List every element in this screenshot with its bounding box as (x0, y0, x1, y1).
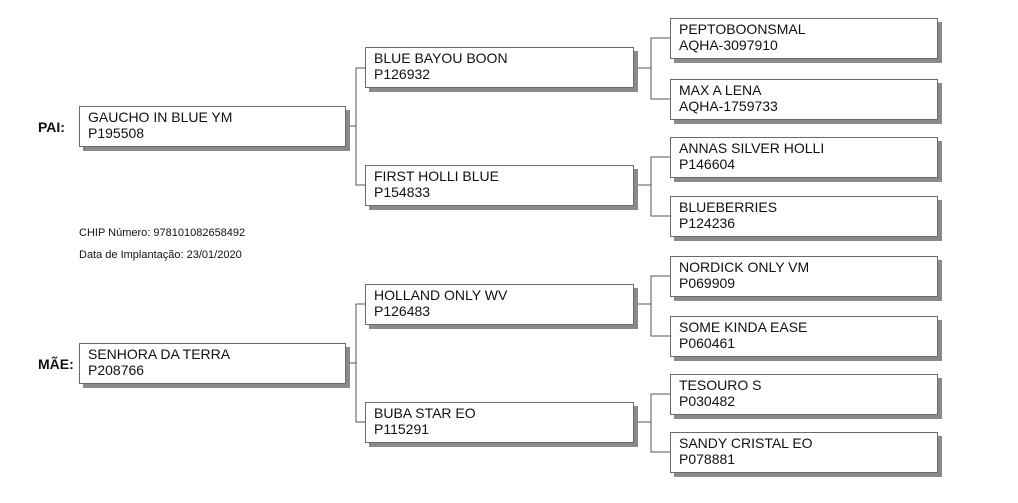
g3-box-2: MAX A LENA AQHA-1759733 (670, 79, 938, 120)
g3-box-3: ANNAS SILVER HOLLI P146604 (670, 137, 938, 178)
g3-box-7: TESOURO S P030482 (670, 374, 938, 415)
dam-dam-box: BUBA STAR EO P115291 (365, 402, 634, 443)
g3-reg-3: P146604 (679, 156, 736, 172)
dam-name: SENHORA DA TERRA (88, 346, 231, 362)
sire-name: GAUCHO IN BLUE YM (88, 109, 233, 125)
chip-date-value: 23/01/2020 (186, 249, 242, 261)
g3-name-3: ANNAS SILVER HOLLI (679, 140, 825, 156)
g3-box-6: SOME KINDA EASE P060461 (670, 316, 938, 357)
g3-box-8: SANDY CRISTAL EO P078881 (670, 432, 938, 473)
sire-dam-box: FIRST HOLLI BLUE P154833 (365, 165, 634, 206)
g3-reg-8: P078881 (679, 451, 736, 467)
sire-dam-reg: P154833 (374, 184, 431, 200)
sire-dam-name: FIRST HOLLI BLUE (374, 168, 500, 184)
g3-name-5: NORDICK ONLY VM (679, 259, 810, 275)
dam-dam-reg: P115291 (374, 421, 430, 437)
chip-implant-date: Data de Implantação: 23/01/2020 (79, 249, 242, 261)
g3-name-4: BLUEBERRIES (679, 199, 778, 215)
sire-label: PAI: (38, 119, 65, 135)
g3-box-5: NORDICK ONLY VM P069909 (670, 256, 938, 297)
g3-reg-5: P069909 (679, 275, 736, 291)
sire-sire-box: BLUE BAYOU BOON P126932 (365, 47, 634, 88)
dam-dam-name: BUBA STAR EO (374, 405, 476, 421)
dam-box: SENHORA DA TERRA P208766 (79, 343, 346, 384)
dam-label: MÃE: (38, 356, 74, 372)
dam-sire-name: HOLLAND ONLY WV (374, 287, 508, 303)
g3-reg-4: P124236 (679, 215, 736, 231)
chip-number-label: CHIP Número: (79, 227, 151, 239)
g3-name-8: SANDY CRISTAL EO (679, 435, 813, 451)
g3-name-2: MAX A LENA (679, 82, 762, 98)
sire-sire-name: BLUE BAYOU BOON (374, 50, 508, 66)
chip-number: CHIP Número: 978101082658492 (79, 227, 245, 239)
g3-reg-1: AQHA-3097910 (679, 37, 778, 53)
g3-box-4: BLUEBERRIES P124236 (670, 196, 938, 237)
dam-sire-reg: P126483 (374, 303, 431, 319)
chip-date-label: Data de Implantação: (79, 249, 184, 261)
dam-reg: P208766 (88, 362, 145, 378)
g3-box-1: PEPTOBOONSMAL AQHA-3097910 (670, 18, 938, 59)
g3-name-1: PEPTOBOONSMAL (679, 21, 806, 37)
sire-sire-reg: P126932 (374, 66, 431, 82)
dam-sire-box: HOLLAND ONLY WV P126483 (365, 284, 634, 325)
sire-reg: P195508 (88, 125, 145, 141)
g3-name-6: SOME KINDA EASE (679, 319, 808, 335)
g3-reg-2: AQHA-1759733 (679, 98, 778, 114)
g3-reg-6: P060461 (679, 335, 736, 351)
g3-name-7: TESOURO S (679, 377, 762, 393)
sire-box: GAUCHO IN BLUE YM P195508 (79, 106, 346, 147)
chip-number-value: 978101082658492 (153, 227, 246, 239)
g3-reg-7: P030482 (679, 393, 736, 409)
